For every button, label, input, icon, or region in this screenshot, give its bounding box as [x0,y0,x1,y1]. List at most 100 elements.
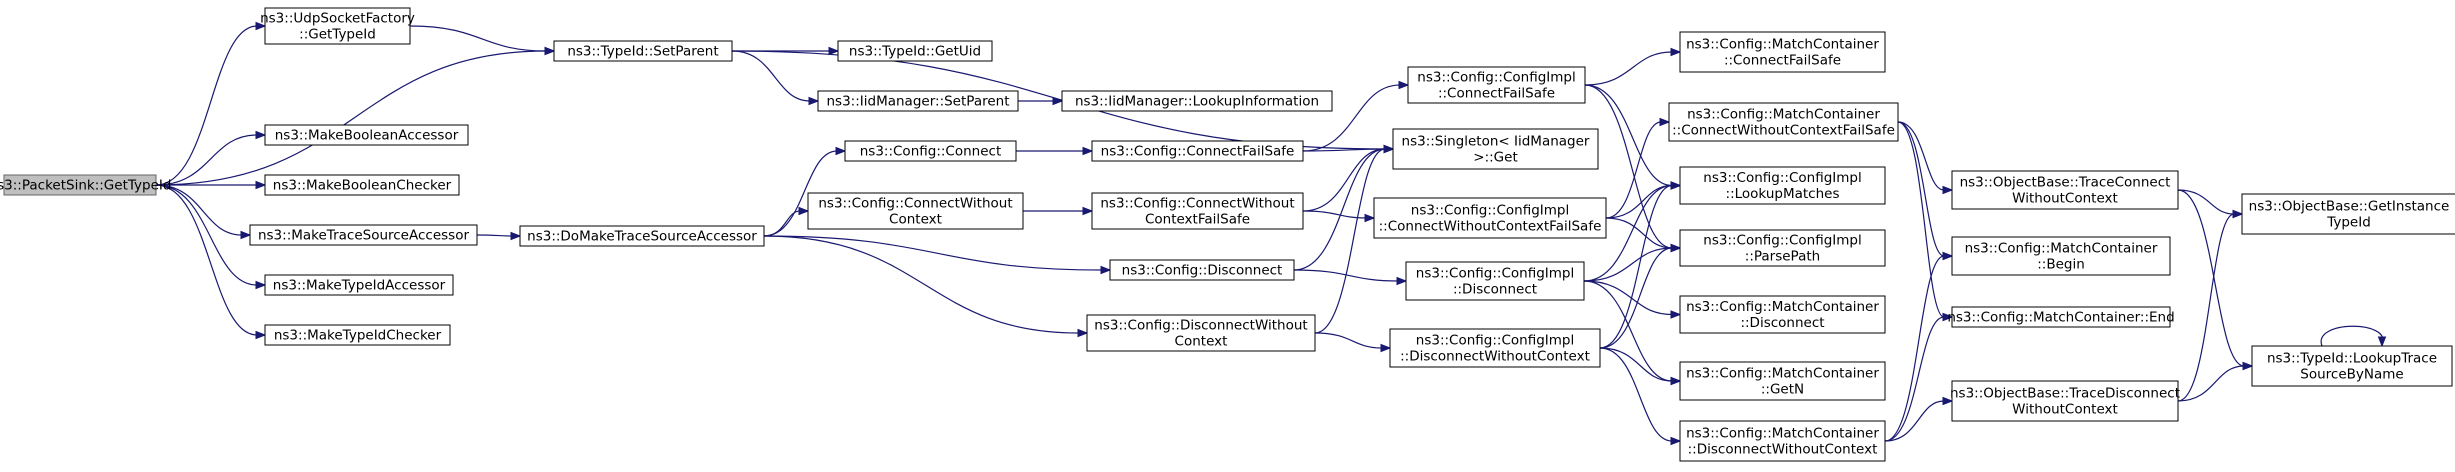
node-label: ns3::Config::MatchContainer::End [1947,310,2174,326]
arrowhead-icon [1942,312,1954,322]
call-edge [1599,347,1673,382]
call-edge [763,235,1103,271]
node-label: ns3::Config::ConfigImpl [1411,203,1569,219]
node-label: ns3::UdpSocketFactory [260,11,415,27]
call-edge [1884,255,1945,442]
node-box [1091,192,1304,230]
function-node[interactable]: ns3::Config::ConnectWithoutContext [807,192,1024,230]
function-node[interactable]: ns3::DoMakeTraceSourceAccessor [519,225,765,247]
function-node[interactable]: ns3::Config::Connect [844,140,1017,162]
arrowhead-icon [255,21,267,31]
function-node[interactable]: ns3::ObjectBase::TraceConnectWithoutCont… [1951,170,2179,210]
function-node[interactable]: ns3::MakeTypeIdChecker [264,324,451,346]
node-label: ns3::IidManager::LookupInformation [1075,94,1319,110]
function-node[interactable]: ns3::Config::ConfigImpl::Disconnect [1405,261,1585,301]
node-box [1407,66,1586,104]
node-label: ns3::PacketSink::GetTypeId [0,178,171,194]
node-label: ns3::Config::ConfigImpl [1703,233,1861,249]
function-node[interactable]: ns3::UdpSocketFactory::GetTypeId [260,7,415,45]
node-label: ns3::Config::MatchContainer [1686,426,1879,442]
node-label: ::LookupMatches [1726,186,1840,202]
node-label: ::ConnectFailSafe [1438,86,1555,102]
function-node[interactable]: ns3::Config::ConfigImpl::ConnectWithoutC… [1373,197,1607,239]
node-label: ::Disconnect [1740,315,1824,331]
call-edge [1884,316,1945,442]
function-node[interactable]: ns3::Config::MatchContainer::GetN [1679,361,1886,401]
node-label: ns3::MakeTraceSourceAccessor [258,228,469,244]
node-box [1086,314,1316,352]
node-box [1951,170,2179,210]
function-node[interactable]: ns3::Config::ConfigImpl::ParsePath [1679,229,1886,267]
function-node[interactable]: ns3::Config::ConfigImpl::ConnectFailSafe [1407,66,1586,104]
node-label: ns3::Config::MatchContainer [1686,366,1879,382]
node-box [844,140,1017,162]
function-node[interactable]: ns3::MakeBooleanAccessor [264,124,469,146]
node-box [1679,166,1886,205]
function-node[interactable]: ns3::ObjectBase::TraceDisconnectWithoutC… [1950,380,2180,422]
node-box [3,174,157,196]
arrowhead-icon [1082,206,1094,216]
call-edge [1314,332,1383,349]
node-label: ns3::Config::MatchContainer [1686,299,1879,315]
function-node[interactable]: ns3::TypeId::SetParent [553,40,733,62]
function-node[interactable]: ns3::Config::MatchContainer::ConnectFail… [1679,31,1886,73]
node-label: ns3::MakeTypeIdChecker [274,328,442,344]
node-box [1373,197,1607,239]
function-node[interactable]: ns3::IidManager::SetParent [817,90,1019,112]
node-label: ns3::Singleton< IidManager [1402,134,1590,150]
node-box [264,174,460,196]
function-node[interactable]: ns3::MakeTraceSourceAccessor [249,224,478,246]
function-node[interactable]: ns3::Config::DisconnectWithoutContext [1086,314,1316,352]
nodes-layer: ns3::PacketSink::GetTypeId ns3::UdpSocket… [0,7,2455,462]
function-node[interactable]: ns3::Config::MatchContainer::Begin [1951,236,2171,276]
function-node[interactable]: ns3::Config::ConnectFailSafe [1091,140,1304,162]
arrowhead-icon [2232,209,2244,219]
call-edge [1584,51,1673,86]
call-edge [1884,400,1945,442]
node-box [553,40,733,62]
function-node[interactable]: ns3::Config::ConfigImpl::LookupMatches [1679,166,1886,205]
call-edge [1302,84,1401,152]
node-label: ns3::DoMakeTraceSourceAccessor [527,229,757,245]
function-node[interactable]: ns3::TypeId::GetUid [837,40,993,62]
function-node[interactable]: ns3::Config::MatchContainer::Disconnect [1679,295,1886,334]
function-node[interactable]: ns3::MakeTypeIdAccessor [264,274,454,296]
function-node[interactable]: ns3::Config::ConfigImpl::DisconnectWitho… [1389,328,1601,368]
call-edge [1583,184,1673,282]
arrowhead-icon [1100,265,1112,275]
arrowhead-icon [798,206,810,216]
arrowhead-icon [1670,376,1682,386]
function-node[interactable]: ns3::Config::Disconnect [1109,259,1295,281]
function-node[interactable]: ns3::Config::MatchContainer::ConnectWith… [1668,102,1899,142]
call-edge [1605,217,1673,249]
node-label: ::ConnectFailSafe [1724,53,1841,69]
function-node[interactable]: ns3::Singleton< IidManager >::Get [1392,128,1599,170]
call-edge [1897,121,1945,318]
function-node[interactable]: ns3::Config::MatchContainer::DisconnectW… [1679,420,1886,462]
arrowhead-icon [1942,251,1954,261]
node-box [1679,31,1886,73]
function-node[interactable]: ns3::IidManager::LookupInformation [1061,90,1333,112]
node-label: ns3::Config::ConnectWithout [818,196,1012,212]
arrowhead-icon [1052,96,1064,106]
node-label: SourceByName [2300,367,2403,383]
call-edge [1302,148,1386,152]
node-label: ns3::Config::MatchContainer [1965,241,2158,257]
arrowhead-icon [1942,396,1954,406]
call-edge [731,50,811,102]
call-edge [1302,210,1367,219]
call-edge [1293,269,1399,282]
arrowhead-icon [1364,213,1376,223]
function-node[interactable]: ns3::MakeBooleanChecker [264,174,460,196]
call-edge [763,235,1080,334]
node-box [817,90,1019,112]
node-label: ns3::Config::ConfigImpl [1703,170,1861,186]
arrowhead-icon [835,146,847,156]
function-node[interactable]: ns3::Config::MatchContainer::End [1947,306,2175,328]
call-edge [409,25,547,52]
node-box [1951,236,2171,276]
function-node[interactable]: ns3::Config::ConnectWithoutContextFailSa… [1091,192,1304,230]
arrowhead-icon [2377,336,2387,348]
